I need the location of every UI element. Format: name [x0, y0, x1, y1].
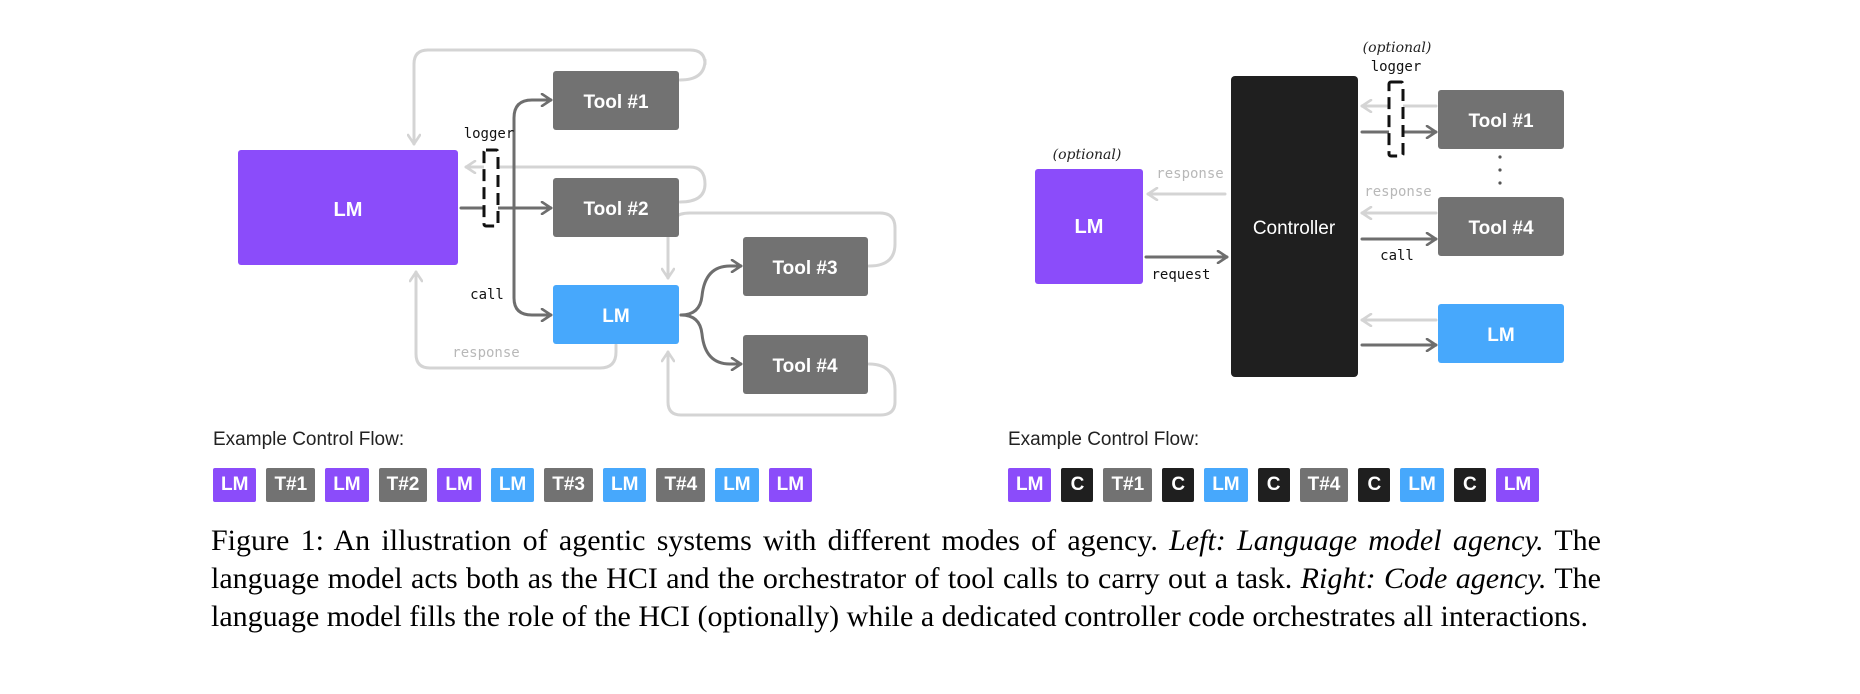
agency-diagram: logger call response LM Tool #1 Tool #2 … — [238, 40, 1564, 417]
controller-label: Controller — [1253, 218, 1336, 239]
right-tool-response-label: response — [1364, 184, 1431, 200]
ellipsis-dots — [1498, 155, 1502, 185]
call-tool1-arrow — [512, 100, 553, 210]
left-flow-chip: LM — [715, 468, 759, 502]
right-flow-chip: C — [1453, 468, 1486, 502]
left-flow-chip: T#4 — [656, 468, 706, 502]
tool1-return-arrow — [414, 48, 707, 146]
left-flow-chip: LM — [325, 468, 369, 502]
left-flow-chip: T#1 — [266, 468, 316, 502]
right-tool4-box — [1438, 197, 1564, 256]
right-request-label: request — [1151, 267, 1210, 283]
right-tool1-box — [1438, 90, 1564, 149]
left-call-label: call — [470, 287, 504, 303]
right-logger-icon — [1387, 80, 1405, 158]
caption-text2: The language model acts both as the HCI … — [211, 524, 1601, 595]
caption-text1: An illustration of agentic systems with … — [333, 524, 1158, 557]
left-lm-label: LM — [334, 199, 363, 221]
left-response-label: response — [452, 345, 519, 361]
caption-text3: The language model fills the role of the… — [211, 562, 1601, 633]
right-lm-optional: (optional) — [1053, 147, 1122, 163]
response-arrow — [416, 270, 618, 370]
figure-caption: Figure 1: An illustration of agentic sys… — [211, 522, 1601, 636]
right-tool4-label: Tool #4 — [1468, 218, 1534, 239]
right-lm-box — [1035, 169, 1143, 284]
tool4-return-arrow — [668, 350, 897, 417]
tool3-label: Tool #3 — [772, 258, 837, 279]
left-diagram: logger call response LM Tool #1 Tool #2 … — [238, 48, 897, 417]
call-tool4-arrow — [679, 313, 743, 364]
right-flow-chip: T#4 — [1299, 468, 1349, 502]
caption-label: Figure 1: — [211, 524, 324, 557]
right-logger-label: logger — [1371, 59, 1422, 75]
right-flow-chip: C — [1061, 468, 1094, 502]
sub-lm-box — [553, 285, 679, 344]
left-flow-chip: T#2 — [378, 468, 428, 502]
left-flow-chip: LM — [603, 468, 647, 502]
left-logger-icon — [482, 148, 500, 228]
caption-left-title: Left: Language model agency. — [1169, 524, 1544, 557]
right-diagram: logger (optional) response request respo… — [1035, 40, 1564, 377]
left-flow-chip: T#3 — [544, 468, 593, 502]
left-flow-chip: LM — [213, 468, 257, 502]
right-control-flow: LM C T#1 C LM C T#4 C LM C LM — [1008, 468, 1540, 502]
left-logger-label: logger — [464, 126, 515, 142]
right-response-label: response — [1156, 166, 1223, 182]
right-flow-chip: C — [1257, 468, 1290, 502]
right-lm-label: LM — [1075, 216, 1104, 238]
right-flow-chip: LM — [1008, 468, 1052, 502]
left-flow-title: Example Control Flow: — [213, 429, 405, 450]
right-call-label: call — [1380, 248, 1414, 264]
left-flow-chip: LM — [768, 468, 813, 502]
caption-right-title: Right: Code agency. — [1300, 562, 1547, 595]
tool2-return-arrow — [464, 167, 707, 204]
right-logger-optional: (optional) — [1363, 40, 1432, 56]
sub-lm-label: LM — [602, 306, 629, 327]
right-flow-chip: LM — [1495, 468, 1540, 502]
tool4-box — [743, 335, 868, 394]
controller-box — [1231, 76, 1358, 377]
right-lm-tool-box — [1438, 304, 1564, 363]
tool2-label: Tool #2 — [583, 199, 648, 220]
right-lm-tool-label: LM — [1487, 325, 1514, 346]
right-flow-chip: C — [1358, 468, 1391, 502]
tool1-box — [553, 71, 679, 130]
tool3-box — [743, 237, 868, 296]
left-control-flow: LM T#1 LM T#2 LM LM T#3 LM T#4 LM LM — [213, 468, 813, 502]
right-flow-chip: C — [1162, 468, 1195, 502]
tool2-box — [553, 178, 679, 237]
right-flow-chip: LM — [1400, 468, 1444, 502]
right-flow-chip: LM — [1204, 468, 1248, 502]
right-tool1-label: Tool #1 — [1468, 111, 1534, 132]
right-flow-chip: T#1 — [1103, 468, 1153, 502]
tool4-label: Tool #4 — [772, 356, 838, 377]
right-flow-title: Example Control Flow: — [1008, 429, 1200, 450]
call-sublm-arrow — [512, 206, 553, 315]
tool1-label: Tool #1 — [583, 92, 649, 113]
left-lm-box — [238, 150, 458, 265]
call-tool3-arrow — [679, 266, 743, 317]
left-flow-chip: LM — [490, 468, 535, 502]
left-flow-chip: LM — [437, 468, 481, 502]
